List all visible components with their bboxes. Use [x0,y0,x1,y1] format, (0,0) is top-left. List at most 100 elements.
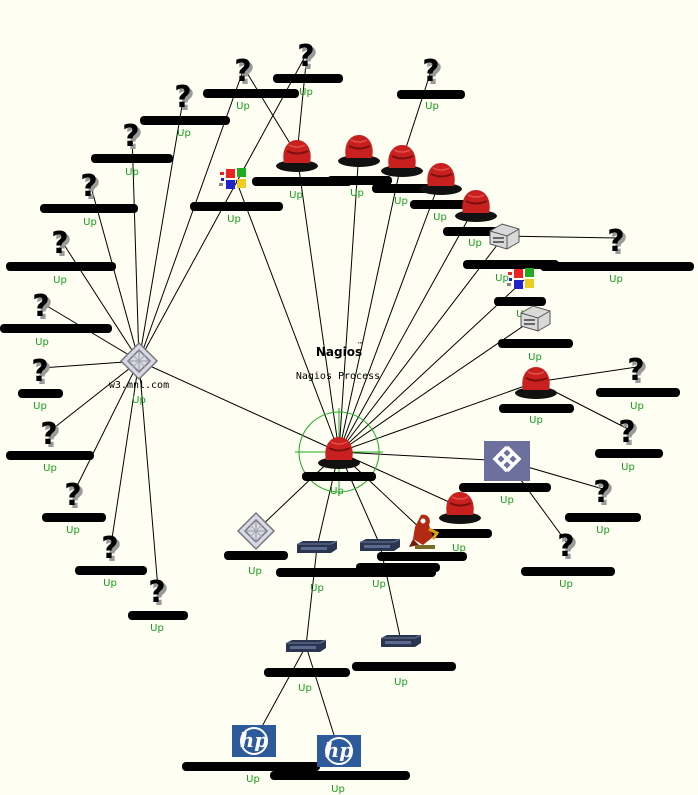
host-node-w9[interactable]: Up [42,478,106,536]
host-node-s1[interactable]: Up [459,441,551,506]
unknown-icon [297,39,318,70]
redacted-hostname [302,472,376,481]
host-node-w1[interactable]: Up [203,54,299,112]
host-node-n3[interactable]: Up [327,134,392,199]
hp-icon [232,725,276,757]
status-up: Up [500,495,514,506]
unknown-icon [51,226,72,257]
redacted-hostname [6,451,94,460]
host-label: w3.mnl.com [109,380,169,391]
status-up: Up [132,395,146,406]
status-up: Up [495,273,509,284]
host-node-w6[interactable]: Up [0,289,112,348]
status-up: Up [177,128,191,139]
host-node-t1[interactable]: Up [540,224,694,285]
redacted-hostname [75,566,147,575]
switch-icon [359,538,401,552]
link-hub-w3 [131,132,140,362]
host-node-c[interactable]: Up [302,436,376,497]
status-up: Up [425,101,439,112]
host-node-w7[interactable]: Up [18,354,63,412]
host-node-n5[interactable]: Up [410,162,472,223]
redacted-hostname [377,552,467,561]
status-up: Up [83,217,97,228]
status-up: Up [227,214,241,225]
host-node-e2[interactable]: Up [595,415,663,473]
redacted-hostname [521,567,615,576]
unknown-icon [557,529,578,560]
redacted-hostname [140,116,230,125]
redacted-hostname [273,74,343,83]
host-node-hp1[interactable]: Up [182,725,320,785]
host-node-sw4[interactable]: Up [352,634,456,688]
link-c-n4 [338,159,403,453]
redhat-icon [380,144,424,178]
host-node-e1[interactable]: Up [596,353,680,412]
redacted-hostname [224,551,288,560]
status-up: Up [248,566,262,577]
windows-icon [219,168,246,189]
status-up: Up [43,463,57,474]
host-node-n1[interactable]: Up [190,168,283,225]
unknown-icon [148,575,169,606]
nagios-logo: Nagios [316,345,362,359]
status-up: Up [621,462,635,473]
link-c-n7 [338,235,505,453]
link-sw3-hp2 [305,645,340,752]
windows-icon [507,268,534,289]
host-node-e3[interactable]: Up [565,475,641,536]
link-hub-w8 [49,360,140,432]
redacted-hostname [190,202,283,211]
host-node-n2[interactable]: Up [252,139,352,201]
status-up: Up [66,525,80,536]
host-node-w3[interactable]: Up [91,119,173,178]
host-node-w11[interactable]: Up [128,575,188,634]
link-c-b1 [338,451,461,508]
status-up: Up [289,190,303,201]
link-hub-c [138,360,340,453]
host-node-w8[interactable]: Up [6,417,94,474]
redacted-hostname [0,324,112,333]
status-up: Up [150,623,164,634]
nagios-process-node[interactable]: Nagios ™ Nagios Process [296,341,380,382]
link-n2-w0 [296,52,308,156]
redacted-hostname [565,513,641,522]
redacted-hostname [6,262,116,271]
host-node-d1[interactable]: Up [224,512,288,577]
redacted-hostname [499,404,574,413]
redacted-hostname [595,449,663,458]
host-node-sw3[interactable]: Up [264,639,350,694]
host-node-n9[interactable]: Up [498,305,573,363]
redhat-icon [275,139,319,173]
link-n7-t1 [503,235,618,239]
redacted-hostname [596,388,680,397]
redacted-hostname [128,611,188,620]
link-c-s1 [338,451,508,462]
host-node-s2[interactable]: Up [521,529,615,590]
status-up: Up [468,238,482,249]
redacted-hostname [410,200,472,209]
host-node-w10[interactable]: Up [75,531,147,589]
status-up: Up [433,212,447,223]
host-node-hp2[interactable]: Up [270,735,410,795]
host-node-w0[interactable]: Up [273,39,343,98]
host-node-w5[interactable]: Up [6,226,116,286]
host-node-w2[interactable]: Up [140,80,230,139]
host-node-w4[interactable]: Up [40,169,138,228]
host-node-w12[interactable]: Up [397,54,465,112]
host-node-n10[interactable]: Up [499,366,574,426]
unknown-icon [31,354,52,385]
status-up: Up [35,337,49,348]
link-c-n2 [296,154,340,453]
redacted-hostname [352,662,456,671]
switch-icon [285,639,327,653]
host-node-n7[interactable]: Up [463,223,559,284]
link-c-n10 [338,381,537,453]
link-hub-w9 [73,360,140,493]
redhat-icon [337,134,381,168]
redacted-hostname [270,771,410,780]
link-hub-w2 [138,93,185,362]
host-node-sw2[interactable]: Up [356,538,440,590]
